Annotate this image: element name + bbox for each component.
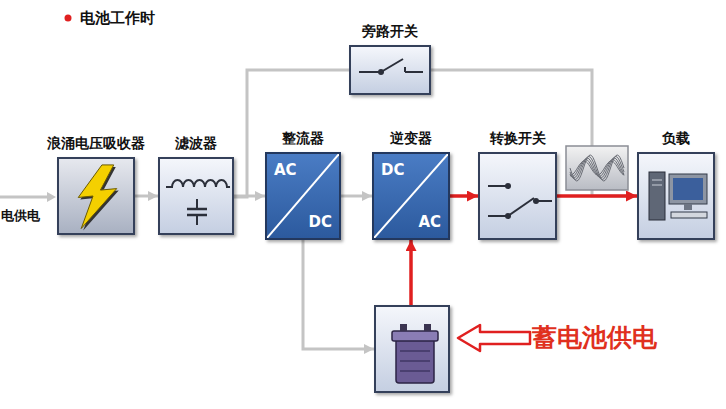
sine-wave bbox=[570, 161, 624, 175]
box-heading: 负载 bbox=[662, 130, 690, 148]
signal-label: AC bbox=[418, 213, 441, 231]
switch-symbol bbox=[480, 154, 555, 238]
box-heading: 转换开关 bbox=[490, 130, 546, 148]
battery-symbol bbox=[376, 307, 448, 391]
box-heading: 浪涌电压吸收器 bbox=[47, 135, 145, 153]
surge-symbol bbox=[59, 159, 133, 233]
sine-wave bbox=[570, 158, 624, 178]
surge-absorber-box: 浪涌电压吸收器 bbox=[57, 157, 135, 235]
load-box: 负载 bbox=[637, 152, 715, 240]
input-arrowhead bbox=[47, 192, 56, 202]
transfer-switch-box: 转换开关 bbox=[478, 152, 557, 240]
load-symbol bbox=[639, 154, 713, 238]
box-heading: 逆变器 bbox=[390, 130, 432, 148]
input-line bbox=[0, 196, 47, 199]
box-heading: 旁路开关 bbox=[362, 23, 418, 41]
input-label: 电供电 bbox=[1, 207, 40, 225]
bullet-dot bbox=[65, 15, 72, 22]
flow-connector bbox=[450, 194, 478, 198]
signal-label: AC bbox=[274, 161, 297, 179]
filter-symbol bbox=[160, 159, 232, 233]
bypass-switch-box: 旁路开关 bbox=[349, 45, 431, 95]
box-heading: 滤波器 bbox=[175, 135, 217, 153]
inverter-box: 逆变器DCAC bbox=[372, 152, 450, 240]
flow-connector bbox=[557, 194, 637, 198]
flow-connector bbox=[135, 195, 158, 198]
filter-box: 滤波器 bbox=[158, 157, 234, 235]
signal-label: DC bbox=[309, 213, 332, 231]
callout-arrow bbox=[458, 325, 530, 351]
flow-connector bbox=[341, 195, 372, 198]
battery-box: 蓄电池供电 bbox=[374, 305, 450, 393]
bypass-symbol bbox=[351, 47, 429, 93]
rectifier-box: 整流器ACDC bbox=[265, 152, 341, 240]
sine-wave bbox=[570, 157, 624, 180]
flow-connector bbox=[303, 240, 374, 349]
box-heading: 蓄电池供电 bbox=[532, 321, 657, 354]
signal-label: DC bbox=[381, 161, 404, 179]
sine-wave bbox=[570, 155, 624, 181]
sine-wave bbox=[570, 160, 624, 177]
flow-connector bbox=[409, 240, 413, 305]
box-heading: 整流器 bbox=[282, 130, 324, 148]
waveform-box bbox=[566, 146, 628, 190]
title: 电池工作时 bbox=[80, 9, 155, 28]
